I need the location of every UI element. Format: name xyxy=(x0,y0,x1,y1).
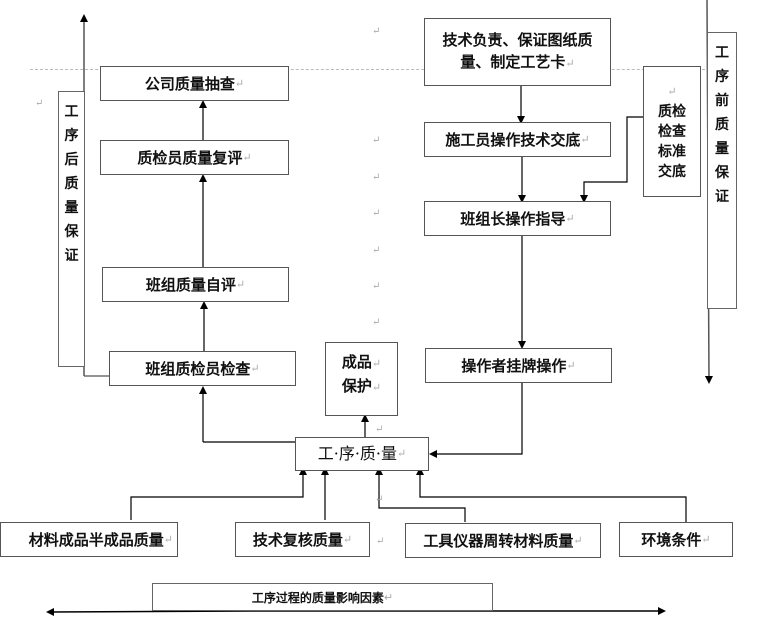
paragraph-mark: ↵ xyxy=(371,381,382,394)
inspection-standard-line: 检查 xyxy=(658,123,686,140)
paragraph-mark: ↵ xyxy=(234,76,245,90)
label-char: 工 xyxy=(715,45,729,61)
product-protection-line: 保护 xyxy=(341,377,372,395)
product-protection-line: 成品 xyxy=(341,353,372,371)
arrow-materials xyxy=(130,467,307,520)
paragraph-mark: ↵ xyxy=(566,358,576,372)
label-char: 后 xyxy=(64,152,79,168)
process-quality-text: 工·序·质·量 xyxy=(317,444,398,463)
inspection-standard-line: 质检 xyxy=(658,103,686,120)
arrow-environment xyxy=(416,467,687,522)
environmental-conditions-box: 环境条件↵ xyxy=(619,522,733,557)
paragraph-mark: ↵ xyxy=(163,532,173,546)
paragraph-mark: ↵ xyxy=(372,172,381,183)
tools-instruments-quality-box: 工具仪器周转材料质量↵ xyxy=(405,523,601,558)
product-protection-box: 成品↵ 保护↵ xyxy=(325,342,398,416)
inspector-reevaluation-box: 质检员质量复评↵ xyxy=(100,140,289,175)
operator-tagged-operation-text: 操作者挂牌操作 xyxy=(461,356,567,375)
inspection-standard-box: ↵ 质检 检查 标准 交底 xyxy=(643,66,701,197)
influence-factors-label: 工序过程的质量影响因素↵ xyxy=(152,583,493,611)
arrow-tools xyxy=(375,467,466,522)
post-process-label: 工 序 后 质 量 保 证 xyxy=(58,91,85,367)
technical-responsibility-line-1: 技术负责、保证图纸质 xyxy=(442,31,593,49)
technical-review-quality-box: 技术复核质量↵ xyxy=(235,522,370,557)
team-self-evaluation-text: 班组质量自评 xyxy=(145,275,236,294)
influence-factors-text: 工序过程的质量影响因素 xyxy=(251,590,384,605)
paragraph-mark: ↵ xyxy=(397,447,407,460)
paragraph-mark: ↵ xyxy=(701,532,711,546)
pre-process-label: 工 序 前 质 量 保 证 xyxy=(707,32,737,309)
paragraph-mark: ↵ xyxy=(372,281,381,292)
label-char: 证 xyxy=(64,248,79,264)
tools-instruments-quality-text: 工具仪器周转材料质量 xyxy=(423,531,574,550)
paragraph-mark: ↵ xyxy=(383,590,394,604)
team-leader-guidance-text: 班组长操作指导 xyxy=(460,209,566,228)
label-char: 序 xyxy=(64,128,79,144)
arrow-operation-to-process xyxy=(429,382,523,458)
label-char: 质 xyxy=(715,117,729,133)
paragraph-mark: ↵ xyxy=(235,277,246,291)
paragraph-mark: ↵ xyxy=(565,57,575,70)
paragraph-mark: ↵ xyxy=(376,536,385,547)
paragraph-mark: ↵ xyxy=(375,424,384,435)
paragraph-mark: ↵ xyxy=(372,208,381,219)
paragraph-mark: ↵ xyxy=(372,135,381,146)
technical-responsibility-box: 技术负责、保证图纸质 量、制定工艺卡↵ xyxy=(424,18,611,86)
paragraph-mark: ↵ xyxy=(371,357,382,370)
label-char: 序 xyxy=(715,69,729,85)
construction-briefing-text: 施工员操作技术交底 xyxy=(445,130,581,149)
paragraph-mark: ↵ xyxy=(35,98,44,109)
paragraph-mark: ↵ xyxy=(667,84,677,98)
construction-briefing-box: 施工员操作技术交底↵ xyxy=(424,122,611,157)
company-spot-check-box: 公司质量抽查↵ xyxy=(100,66,289,101)
paragraph-mark: ↵ xyxy=(372,26,381,37)
materials-quality-text: 材料成品半成品质量 xyxy=(28,530,164,549)
label-char: 保 xyxy=(64,224,79,240)
paragraph-mark: ↵ xyxy=(573,533,583,547)
label-char: 前 xyxy=(715,93,729,109)
inspection-standard-line: 交底 xyxy=(658,163,686,180)
technical-review-quality-text: 技术复核质量 xyxy=(252,530,343,549)
paragraph-mark: ↵ xyxy=(372,317,381,328)
team-inspector-check-text: 班组质检员检查 xyxy=(145,359,251,378)
label-char: 证 xyxy=(715,189,729,205)
paragraph-mark: ↵ xyxy=(372,245,381,256)
operator-tagged-operation-box: 操作者挂牌操作↵ xyxy=(425,348,612,383)
team-self-evaluation-box: 班组质量自评↵ xyxy=(102,267,289,302)
paragraph-mark: ↵ xyxy=(565,211,575,225)
technical-responsibility-line-2: 量、制定工艺卡 xyxy=(460,53,566,71)
label-char: 工 xyxy=(64,104,79,120)
team-inspector-check-box: 班组质检员检查↵ xyxy=(109,351,296,386)
label-char: 量 xyxy=(715,141,729,157)
label-char: 量 xyxy=(64,200,79,216)
paragraph-mark: ↵ xyxy=(342,532,353,546)
arrow-standard-to-guidance xyxy=(580,116,644,203)
process-quality-box: 工·序·质·量↵ xyxy=(295,437,429,471)
paragraph-mark: ↵ xyxy=(242,150,252,164)
paragraph-mark: ↵ xyxy=(580,132,590,146)
environmental-conditions-text: 环境条件 xyxy=(641,530,702,549)
company-spot-check-text: 公司质量抽查 xyxy=(144,74,235,93)
dotted-guide-line xyxy=(30,69,710,70)
label-char: 质 xyxy=(64,176,79,192)
paragraph-mark: ↵ xyxy=(375,494,384,505)
team-leader-guidance-box: 班组长操作指导↵ xyxy=(424,201,611,236)
inspector-reevaluation-text: 质检员质量复评 xyxy=(137,148,243,167)
paragraph-mark: ↵ xyxy=(250,361,260,375)
influence-axis-left xyxy=(46,607,251,616)
materials-quality-box: 材料成品半成品质量↵ xyxy=(0,522,178,557)
label-char: 保 xyxy=(715,165,729,181)
inspection-standard-line: 标准 xyxy=(658,143,686,160)
